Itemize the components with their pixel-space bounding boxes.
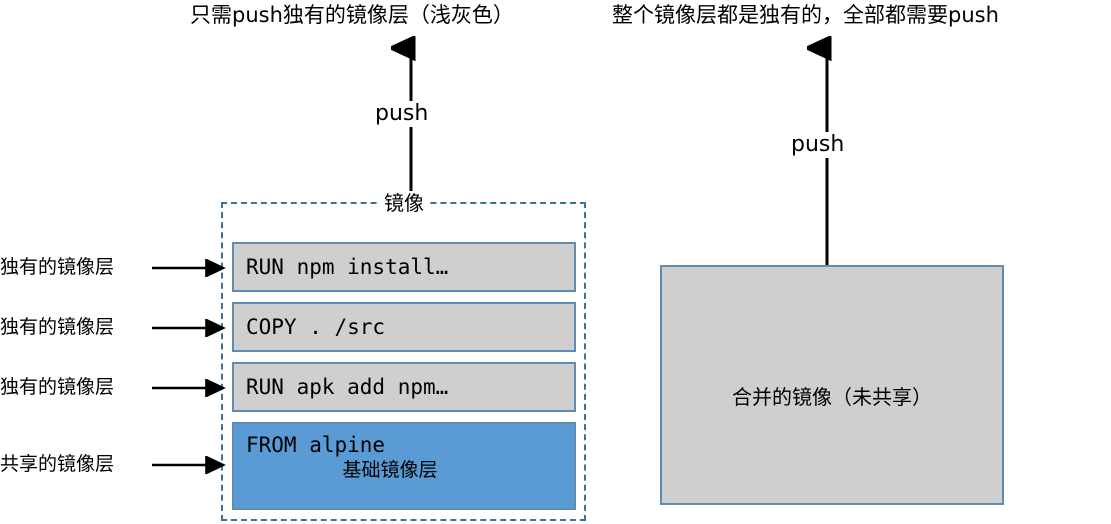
side-arrow-icon <box>152 259 226 277</box>
image-layer-box: COPY . /src <box>232 302 576 352</box>
merged-image-label: 合并的镜像（未共享） <box>732 385 932 409</box>
layer-command-text: RUN apk add npm… <box>246 375 449 399</box>
image-layer-box: RUN npm install… <box>232 242 576 292</box>
base-image-layer-box: FROM alpine 基础镜像层 <box>232 422 576 510</box>
side-arrow-icon <box>152 379 226 397</box>
merged-image-box: 合并的镜像（未共享） <box>660 265 1004 505</box>
layer-command-text: FROM alpine <box>246 433 386 457</box>
base-layer-sub-label: 基础镜像层 <box>342 459 438 481</box>
side-label-unique-layer: 独有的镜像层 <box>0 376 115 398</box>
side-arrow-icon <box>152 319 226 337</box>
side-label-shared-layer: 共享的镜像层 <box>0 453 115 475</box>
image-group-label: 镜像 <box>378 191 430 215</box>
side-label-unique-layer: 独有的镜像层 <box>0 316 115 338</box>
layer-command-text: COPY . /src <box>246 315 386 339</box>
image-layer-box: RUN apk add npm… <box>232 362 576 412</box>
push-label-left: push <box>371 101 433 127</box>
push-label-right: push <box>787 132 849 158</box>
layer-command-text: RUN npm install… <box>246 255 449 279</box>
side-arrow-icon <box>152 456 226 474</box>
right-panel-title: 整个镜像层都是独有的，全部都需要push <box>612 3 999 27</box>
left-panel-title: 只需push独有的镜像层（浅灰色） <box>190 3 514 27</box>
side-label-unique-layer: 独有的镜像层 <box>0 256 115 278</box>
